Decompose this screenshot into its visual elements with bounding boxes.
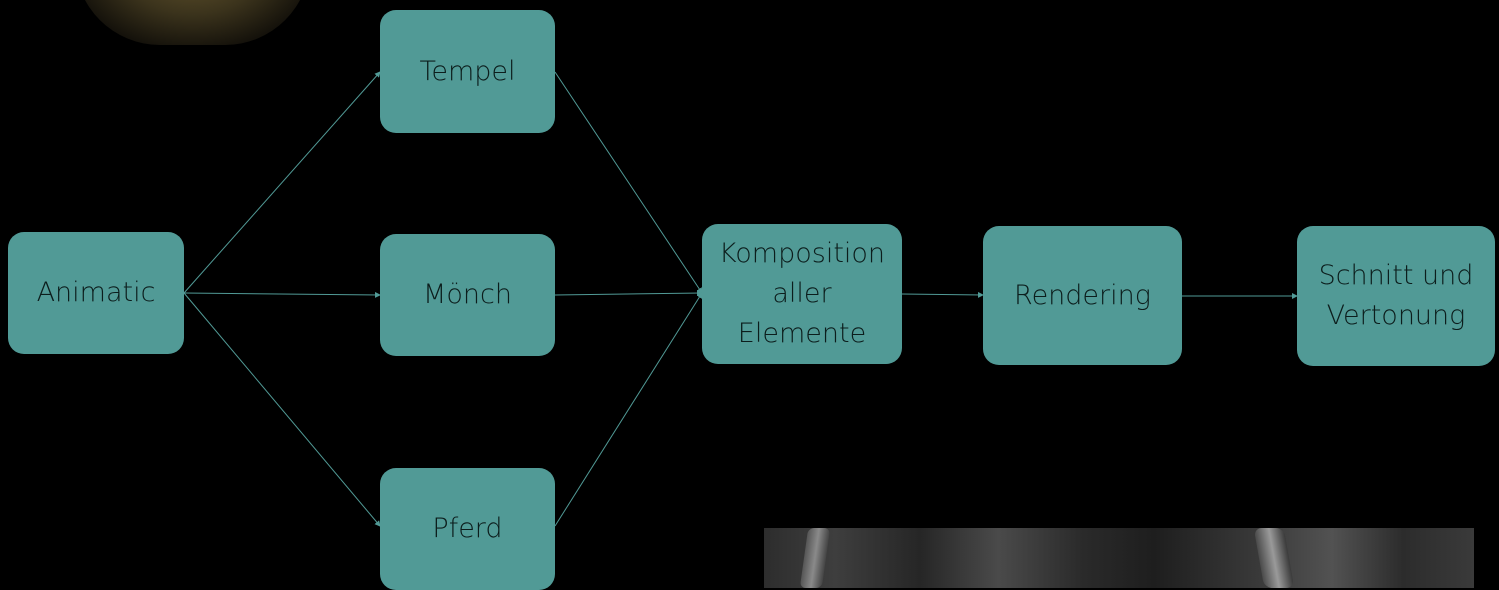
edge-animatic-moench	[183, 291, 381, 298]
edge-animatic-tempel	[183, 71, 381, 294]
node-komposition: Komposition aller Elemente	[702, 224, 902, 364]
edge-komposition-rendering	[901, 291, 984, 298]
node-tempel: Tempel	[380, 10, 555, 133]
edge-pferd-komposition	[554, 292, 703, 527]
edge-moench-komposition	[554, 290, 703, 297]
node-schnitt: Schnitt und Vertonung	[1297, 226, 1495, 366]
node-moench: Mönch	[380, 234, 555, 356]
node-rendering: Rendering	[983, 226, 1182, 365]
edge-tempel-komposition	[554, 71, 703, 294]
node-pferd: Pferd	[380, 468, 555, 590]
edge-animatic-pferd	[183, 292, 381, 527]
node-animatic: Animatic	[8, 232, 184, 354]
photo-fragment-bottom	[764, 528, 1474, 588]
